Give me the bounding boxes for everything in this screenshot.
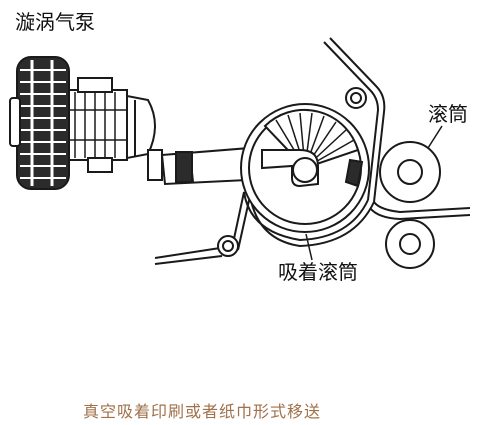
caption: 真空吸着印刷或者纸巾形式移送 [83, 402, 322, 421]
roller-leader-line [427, 125, 443, 149]
roller-label: 滚筒 [428, 102, 468, 126]
web-path [154, 37, 471, 265]
suction-roller-graphic [240, 103, 370, 233]
roller-pair-graphic [379, 141, 441, 269]
idler-rollers [217, 87, 367, 257]
suction-roller-leader-line [305, 233, 313, 261]
vortex-pump-label: 漩涡气泵 [15, 10, 95, 34]
vortex-pump-graphic [9, 56, 270, 190]
suction-roller-label: 吸着滚筒 [278, 260, 358, 284]
